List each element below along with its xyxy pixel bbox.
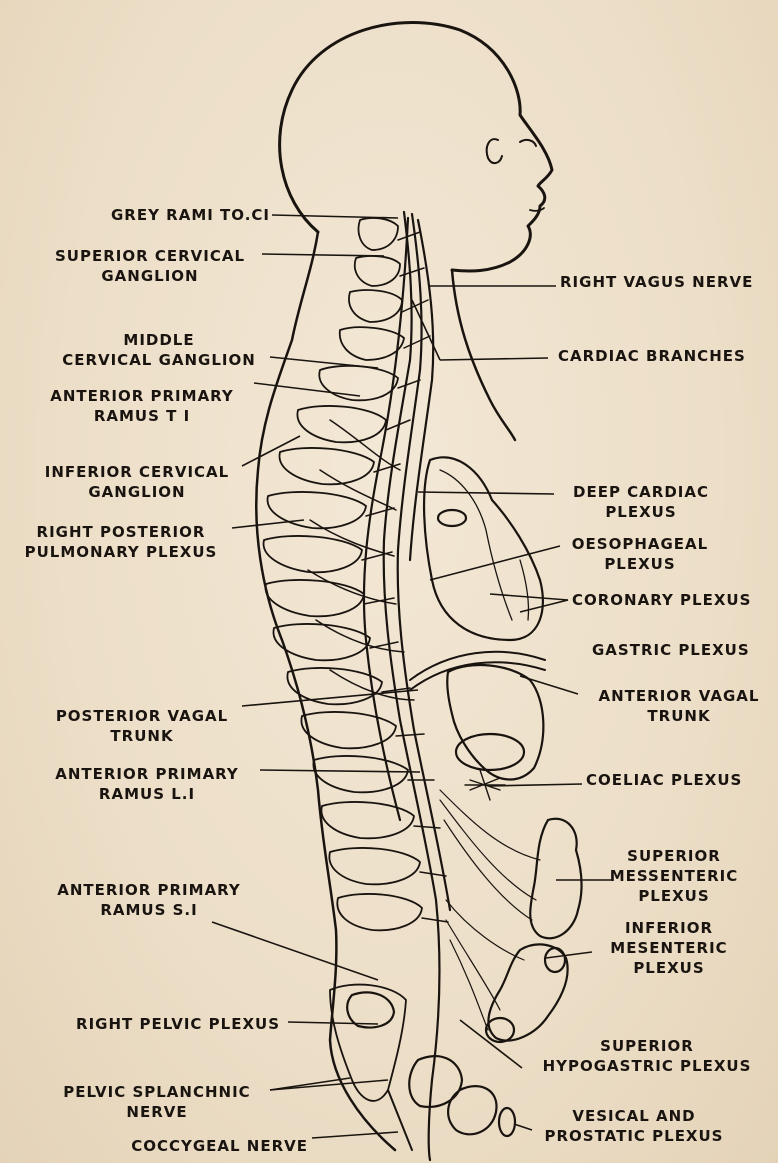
eye (520, 140, 536, 146)
label-text: COELIAC PLEXUS (586, 771, 742, 789)
label-middle-cervical-ganglion: MIDDLE CERVICAL GANGLION (48, 330, 270, 370)
label-line: PLEXUS (604, 886, 744, 906)
label-line: INFERIOR CERVICAL (32, 462, 242, 482)
label-line: GANGLION (40, 266, 260, 286)
ear (487, 139, 502, 163)
intestines (486, 819, 582, 1042)
label-line: ANTERIOR PRIMARY (44, 880, 254, 900)
label-line: MESSENTERIC (604, 866, 744, 886)
label-line: SUPERIOR (604, 846, 744, 866)
body-back (256, 232, 395, 1150)
label-vesical-prostatic-plexus: VESICAL AND PROSTATIC PLEXUS (528, 1106, 740, 1146)
label-line: PLEXUS (556, 502, 726, 522)
label-line: INFERIOR (594, 918, 744, 938)
label-line: VESICAL AND (528, 1106, 740, 1126)
label-line: NERVE (44, 1102, 270, 1122)
label-line: RAMUS S.I (44, 900, 254, 920)
label-line: PLEXUS (594, 958, 744, 978)
label-line: ANTERIOR PRIMARY (36, 386, 248, 406)
label-pelvic-splanchnic-nerve: PELVIC SPLANCHNIC NERVE (44, 1082, 270, 1122)
label-text: RIGHT VAGUS NERVE (560, 273, 753, 291)
label-coronary-plexus: CORONARY PLEXUS (572, 590, 751, 610)
label-line: PROSTATIC PLEXUS (528, 1126, 740, 1146)
label-text: GASTRIC PLEXUS (592, 641, 750, 659)
label-anterior-primary-ramus-l1: ANTERIOR PRIMARY RAMUS L.I (42, 764, 252, 804)
mouth (530, 208, 544, 211)
label-superior-hypogastric-plexus: SUPERIOR HYPOGASTRIC PLEXUS (524, 1036, 770, 1076)
label-anterior-primary-ramus-t1: ANTERIOR PRIMARY RAMUS T I (36, 386, 248, 426)
label-line: ANTERIOR VAGAL (584, 686, 774, 706)
neck-front (452, 270, 515, 440)
label-line: RAMUS T I (36, 406, 248, 426)
label-line: POSTERIOR VAGAL (42, 706, 242, 726)
stomach (447, 665, 543, 779)
label-line: PLEXUS (560, 554, 720, 574)
label-line: MIDDLE (48, 330, 270, 350)
label-coeliac-plexus: COELIAC PLEXUS (586, 770, 742, 790)
label-line: PULMONARY PLEXUS (8, 542, 234, 562)
label-right-posterior-pulmonary-plexus: RIGHT POSTERIOR PULMONARY PLEXUS (8, 522, 234, 562)
label-anterior-primary-ramus-s1: ANTERIOR PRIMARY RAMUS S.I (44, 880, 254, 920)
label-inferior-cervical-ganglion: INFERIOR CERVICAL GANGLION (32, 462, 242, 502)
label-gastric-plexus: GASTRIC PLEXUS (592, 640, 750, 660)
label-line: OESOPHAGEAL (560, 534, 720, 554)
heart (424, 457, 543, 640)
label-right-vagus-nerve: RIGHT VAGUS NERVE (560, 272, 753, 292)
label-inferior-mesenteric-plexus: INFERIOR MESENTERIC PLEXUS (594, 918, 744, 978)
label-cardiac-branches: CARDIAC BRANCHES (558, 346, 746, 366)
label-line: RAMUS L.I (42, 784, 252, 804)
label-line: CERVICAL GANGLION (48, 350, 270, 370)
label-text: CARDIAC BRANCHES (558, 347, 746, 365)
label-line: SUPERIOR (524, 1036, 770, 1056)
label-coccygeal-nerve: COCCYGEAL NERVE (60, 1136, 308, 1156)
label-text: GREY RAMI TO.CI (111, 206, 270, 224)
label-line: SUPERIOR CERVICAL (40, 246, 260, 266)
label-text: COCCYGEAL NERVE (131, 1137, 308, 1155)
coeliac-plexus (465, 770, 505, 800)
label-text: CORONARY PLEXUS (572, 591, 751, 609)
leader-lines (212, 215, 612, 1138)
label-anterior-vagal-trunk: ANTERIOR VAGAL TRUNK (584, 686, 774, 726)
spinal-column (264, 218, 422, 1150)
label-line: PELVIC SPLANCHNIC (44, 1082, 270, 1102)
label-line: RIGHT POSTERIOR (8, 522, 234, 542)
label-grey-rami: GREY RAMI TO.CI (80, 205, 270, 225)
label-line: DEEP CARDIAC (556, 482, 726, 502)
label-oesophageal-plexus: OESOPHAGEAL PLEXUS (560, 534, 720, 574)
label-superior-cervical-ganglion: SUPERIOR CERVICAL GANGLION (40, 246, 260, 286)
label-text: RIGHT PELVIC PLEXUS (76, 1015, 280, 1033)
label-right-pelvic-plexus: RIGHT PELVIC PLEXUS (40, 1014, 280, 1034)
label-posterior-vagal-trunk: POSTERIOR VAGAL TRUNK (42, 706, 242, 746)
label-deep-cardiac-plexus: DEEP CARDIAC PLEXUS (556, 482, 726, 522)
label-line: HYPOGASTRIC PLEXUS (524, 1056, 770, 1076)
spinal-branches (308, 232, 448, 922)
label-line: ANTERIOR PRIMARY (42, 764, 252, 784)
label-line: MESENTERIC (594, 938, 744, 958)
label-line: TRUNK (42, 726, 242, 746)
label-line: GANGLION (32, 482, 242, 502)
label-superior-mesenteric-plexus: SUPERIOR MESSENTERIC PLEXUS (604, 846, 744, 906)
label-line: TRUNK (584, 706, 774, 726)
mesenteric-nerves (440, 790, 540, 1030)
